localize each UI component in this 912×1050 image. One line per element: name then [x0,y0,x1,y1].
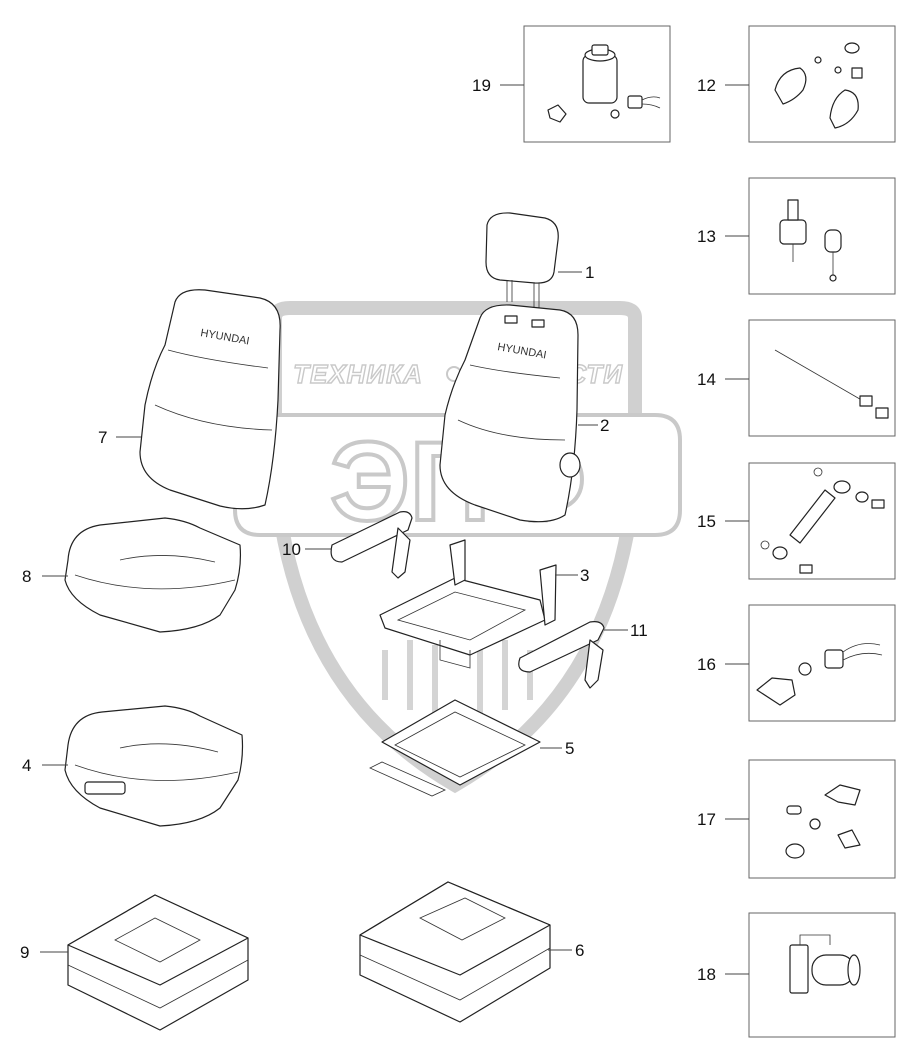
callout-label-13: 13 [697,227,716,246]
part-3-seat-frame: 3 [379,539,589,669]
callout-label-9: 9 [20,943,29,962]
callout-label-15: 15 [697,512,716,531]
part-18-motor-icon [789,934,861,994]
callout-label-4: 4 [22,756,31,775]
part-12-cover-kit-icon [774,42,863,129]
callout-box-16: 16 [697,604,896,722]
part-19-solenoid-icon [547,44,661,123]
callout-label-16: 16 [697,655,716,674]
part-8-seat-cushion-cover: 8 [22,517,242,633]
part-16-switch-kit-icon [756,643,883,706]
callout-box-18: 18 [697,912,896,1038]
callout-label-6: 6 [575,941,584,960]
callout-box-13: 13 [697,177,896,295]
callout-label-5: 5 [565,739,574,758]
part-14-wire-harness-icon [774,349,889,419]
part-15-shock-absorber-icon [760,467,885,574]
callout-box-19: 19 [472,25,671,143]
part-1-headrest: 1 [485,212,594,308]
callout-label-10: 10 [282,540,301,559]
watermark-wheat-icon [382,640,533,720]
callout-label-12: 12 [697,76,716,95]
part-7-seat-back-cover: HYUNDAI 7 [98,289,281,510]
callout-box-14: 14 [697,319,896,437]
part-5-slide-rail: 5 [369,699,574,797]
callout-label-1: 1 [585,263,594,282]
part-6-suspension-assembly: 6 [359,881,584,1023]
callout-label-11: 11 [630,621,648,640]
callout-label-17: 17 [697,810,716,829]
callout-box-17: 17 [697,759,896,879]
callout-label-3: 3 [580,566,589,585]
part-9-suspension-base: 9 [20,894,249,1031]
part-4-seat-cushion: 4 [22,705,244,827]
callout-label-8: 8 [22,567,31,586]
callout-box-12: 12 [697,25,896,143]
callout-label-2: 2 [600,416,609,435]
part-17-knob-set-icon [785,784,861,859]
part-13-seat-belt-icon [779,199,842,282]
callout-label-7: 7 [98,428,107,447]
callout-label-14: 14 [697,370,716,389]
watermark-left-word: ТЕХНИКА [293,359,423,389]
callout-label-18: 18 [697,965,716,984]
part-10-armrest-left: 10 [282,511,413,579]
part-11-armrest-right: 11 [518,621,648,689]
callout-label-19: 19 [472,76,491,95]
callout-box-15: 15 [697,462,896,580]
part-2-seat-back: HYUNDAI 2 [439,304,609,523]
